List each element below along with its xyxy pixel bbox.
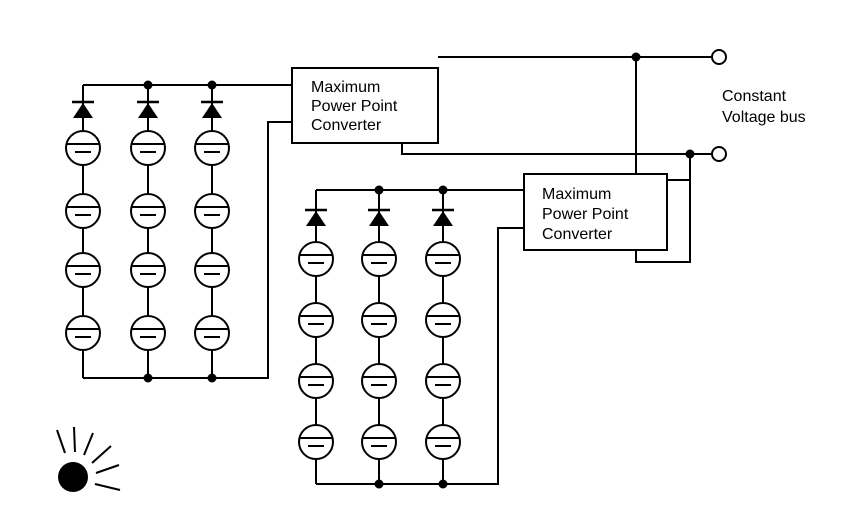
solar-cell [194, 193, 230, 229]
bus-terminal-positive [711, 49, 727, 65]
return-wire [83, 121, 292, 379]
diode [201, 100, 223, 118]
solar-cell [361, 241, 397, 277]
diode [432, 208, 454, 226]
solar-cell [194, 130, 230, 166]
solar-cell [425, 363, 461, 399]
diodes [72, 100, 454, 226]
solar-cell [194, 252, 230, 288]
junction-dots [143, 52, 695, 489]
return-wire [316, 227, 524, 485]
converter-1-line2: Power Point [311, 98, 398, 115]
sun-icon [56, 426, 121, 492]
solar-cell [130, 193, 166, 229]
solar-cell [425, 424, 461, 460]
junction-dot [207, 80, 217, 90]
diode [368, 208, 390, 226]
solar-cell [65, 252, 101, 288]
solar-cell [425, 302, 461, 338]
diode [305, 208, 327, 226]
solar-cell [65, 130, 101, 166]
converter-box-1: Maximum Power Point Converter [291, 67, 439, 144]
converter-1-frame [291, 67, 439, 144]
solar-cell [298, 241, 334, 277]
diode [72, 100, 94, 118]
solar-cell [361, 302, 397, 338]
converter-box-2: Maximum Power Point Converter [523, 173, 668, 251]
solar-cell [194, 315, 230, 351]
junction-dot [685, 149, 695, 159]
junction-dot [143, 373, 153, 383]
bus-terminals [711, 49, 727, 162]
converter-1-line1: Maximum [311, 79, 380, 96]
bus-terminal-negative [711, 146, 727, 162]
solar-cells [65, 130, 461, 460]
solar-cell [130, 315, 166, 351]
converter-2-line3: Converter [542, 226, 613, 243]
converter-1-line3: Converter [311, 117, 382, 134]
conv2-bus-link [635, 57, 691, 263]
solar-cell [65, 315, 101, 351]
junction-dot [374, 185, 384, 195]
junction-dot [207, 373, 217, 383]
bus-label-line2: Voltage bus [722, 109, 806, 126]
junction-dot [143, 80, 153, 90]
junction-dot [374, 479, 384, 489]
junction-dot [631, 52, 641, 62]
solar-cell [65, 193, 101, 229]
solar-cell [361, 363, 397, 399]
converter-2-line2: Power Point [542, 206, 629, 223]
diode [137, 100, 159, 118]
solar-cell [130, 252, 166, 288]
solar-cell [298, 424, 334, 460]
solar-cell [298, 302, 334, 338]
junction-dot [438, 479, 448, 489]
bus-negative-wire [401, 121, 712, 155]
solar-cell [425, 241, 461, 277]
converter-2-frame [523, 173, 668, 251]
solar-cell [130, 130, 166, 166]
solar-cell [298, 363, 334, 399]
bus-label-line1: Constant [722, 88, 787, 105]
solar-cell [361, 424, 397, 460]
junction-dot [438, 185, 448, 195]
converter-2-line1: Maximum [542, 186, 611, 203]
